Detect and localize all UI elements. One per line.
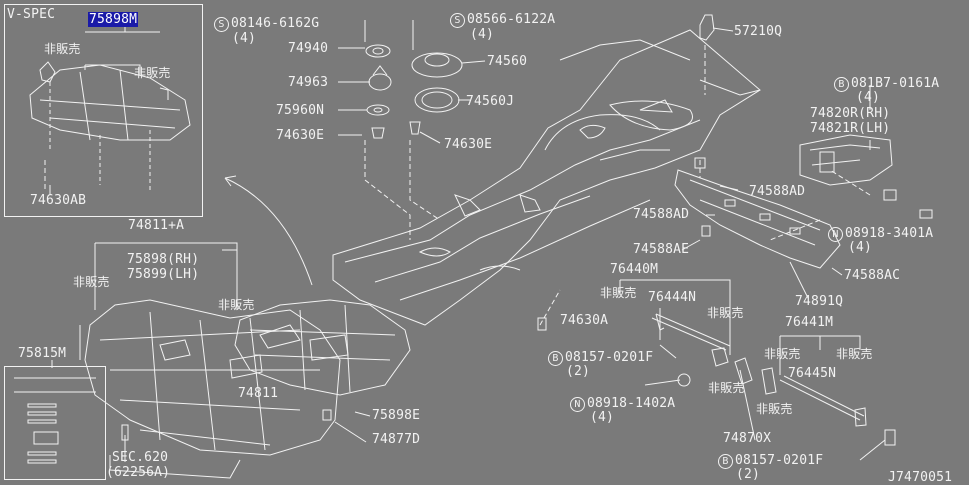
not-for-sale-label-inset-right: 非販売 — [134, 66, 171, 80]
section-ref-62256a: (62256A) — [106, 465, 171, 480]
bolt-marker-b: B — [718, 454, 733, 469]
screw-marker-s: S — [450, 13, 465, 28]
quantity-08918-3401a: (4) — [848, 240, 873, 255]
bolt-marker-b: B — [834, 77, 849, 92]
part-number-081b7: 081B7-0161A — [851, 76, 940, 91]
part-label-74630a[interactable]: 74630A — [560, 313, 609, 328]
part-label-74821r-lh[interactable]: 74821R(LH) — [810, 121, 891, 136]
part-label-75898e[interactable]: 75898E — [372, 408, 421, 423]
part-label-57210q[interactable]: 57210Q — [734, 24, 783, 39]
v-spec-inset-frame — [4, 4, 203, 217]
part-number-08157-a: 08157-0201F — [565, 350, 654, 365]
bolt-marker-b: B — [548, 351, 563, 366]
part-label-74588ad-right[interactable]: 74588AD — [749, 184, 806, 199]
part-label-76441m[interactable]: 76441M — [785, 315, 834, 330]
part-label-74963[interactable]: 74963 — [288, 75, 329, 90]
part-label-75898-rh[interactable]: 75898(RH) — [127, 252, 200, 267]
part-label-74891q[interactable]: 74891Q — [795, 294, 844, 309]
floor-panel-drawing — [332, 29, 761, 326]
part-label-74560[interactable]: 74560 — [487, 54, 528, 69]
not-for-sale-label-76441-right: 非販売 — [836, 347, 873, 361]
not-for-sale-label-76444: 非販売 — [707, 306, 744, 320]
not-for-sale-label-inset-left: 非販売 — [44, 42, 81, 56]
section-ref-sec620[interactable]: SEC.620 — [112, 450, 169, 465]
part-label-74630e-left[interactable]: 74630E — [276, 128, 325, 143]
highlighted-part-text: 75898M — [88, 12, 139, 27]
part-label-74811a[interactable]: 74811+A — [128, 218, 185, 233]
quantity-081b7: (4) — [856, 90, 881, 105]
quantity-08146: (4) — [232, 31, 257, 46]
bracket-drawing — [799, 134, 893, 186]
part-number-08918-3401a: 08918-3401A — [845, 226, 934, 241]
part-label-76444n[interactable]: 76444N — [648, 290, 697, 305]
part-label-75960n[interactable]: 75960N — [276, 103, 325, 118]
not-for-sale-label-74870-right: 非販売 — [756, 402, 793, 416]
part-number-08146: 08146-6162G — [231, 16, 320, 31]
part-label-74877d[interactable]: 74877D — [372, 432, 421, 447]
part-label-74588ac[interactable]: 74588AC — [844, 268, 901, 283]
part-label-76440m[interactable]: 76440M — [610, 262, 659, 277]
highlighted-part-number[interactable]: 75898M — [88, 12, 139, 27]
part-label-76445n[interactable]: 76445N — [788, 366, 837, 381]
part-label-74588ad-left[interactable]: 74588AD — [633, 207, 690, 222]
part-label-75815m[interactable]: 75815M — [18, 346, 67, 361]
part-label-74588ae[interactable]: 74588AE — [633, 242, 690, 257]
dashed-leaders — [44, 45, 871, 326]
inset-title: V-SPEC — [7, 7, 56, 22]
part-label-74870x[interactable]: 74870X — [723, 431, 772, 446]
diagram-id: J7470051 — [888, 470, 953, 485]
rear-rods-drawing — [651, 313, 867, 427]
not-for-sale-label-76441-left: 非販売 — [764, 347, 801, 361]
part-number-08918-1402a: 08918-1402A — [587, 396, 676, 411]
rear-crossmember-drawing — [674, 169, 841, 269]
quantity-08918-1402a: (4) — [590, 410, 615, 425]
not-for-sale-label-76440: 非販売 — [600, 286, 637, 300]
not-for-sale-label-center: 非販売 — [218, 298, 255, 312]
part-label-74560j[interactable]: 74560J — [466, 94, 515, 109]
quantity-08157-b: (2) — [736, 467, 761, 482]
screw-marker-s: S — [214, 17, 229, 32]
nut-marker-n: N — [828, 227, 843, 242]
front-undercover-drawing — [84, 299, 341, 479]
part-label-74820r-rh[interactable]: 74820R(RH) — [810, 106, 891, 121]
inset-dashed-leaders — [49, 82, 151, 190]
part-label-75899-lh[interactable]: 75899(LH) — [127, 267, 200, 282]
quantity-08566: (4) — [470, 27, 495, 42]
caution-label-drawing — [14, 377, 96, 464]
center-undercover-drawing — [234, 299, 411, 396]
reference-arrow — [224, 177, 313, 286]
caution-label-frame — [4, 366, 106, 480]
part-number-08157-b: 08157-0201F — [735, 453, 824, 468]
part-label-74630ab[interactable]: 74630AB — [30, 193, 87, 208]
not-for-sale-label-left: 非販売 — [73, 275, 110, 289]
inset-part-drawing — [29, 61, 191, 141]
part-label-74940[interactable]: 74940 — [288, 41, 329, 56]
leader-lines — [49, 20, 886, 462]
reference-arrowhead — [224, 175, 237, 187]
mount-parts-drawing — [364, 14, 715, 139]
part-label-74630e-right[interactable]: 74630E — [444, 137, 493, 152]
part-label-74811[interactable]: 74811 — [238, 386, 279, 401]
bolts-drawing — [121, 157, 933, 446]
nut-marker-n: N — [570, 397, 585, 412]
quantity-08157-a: (2) — [566, 364, 591, 379]
part-number-08566: 08566-6122A — [467, 12, 556, 27]
not-for-sale-label-74870-left: 非販売 — [708, 381, 745, 395]
